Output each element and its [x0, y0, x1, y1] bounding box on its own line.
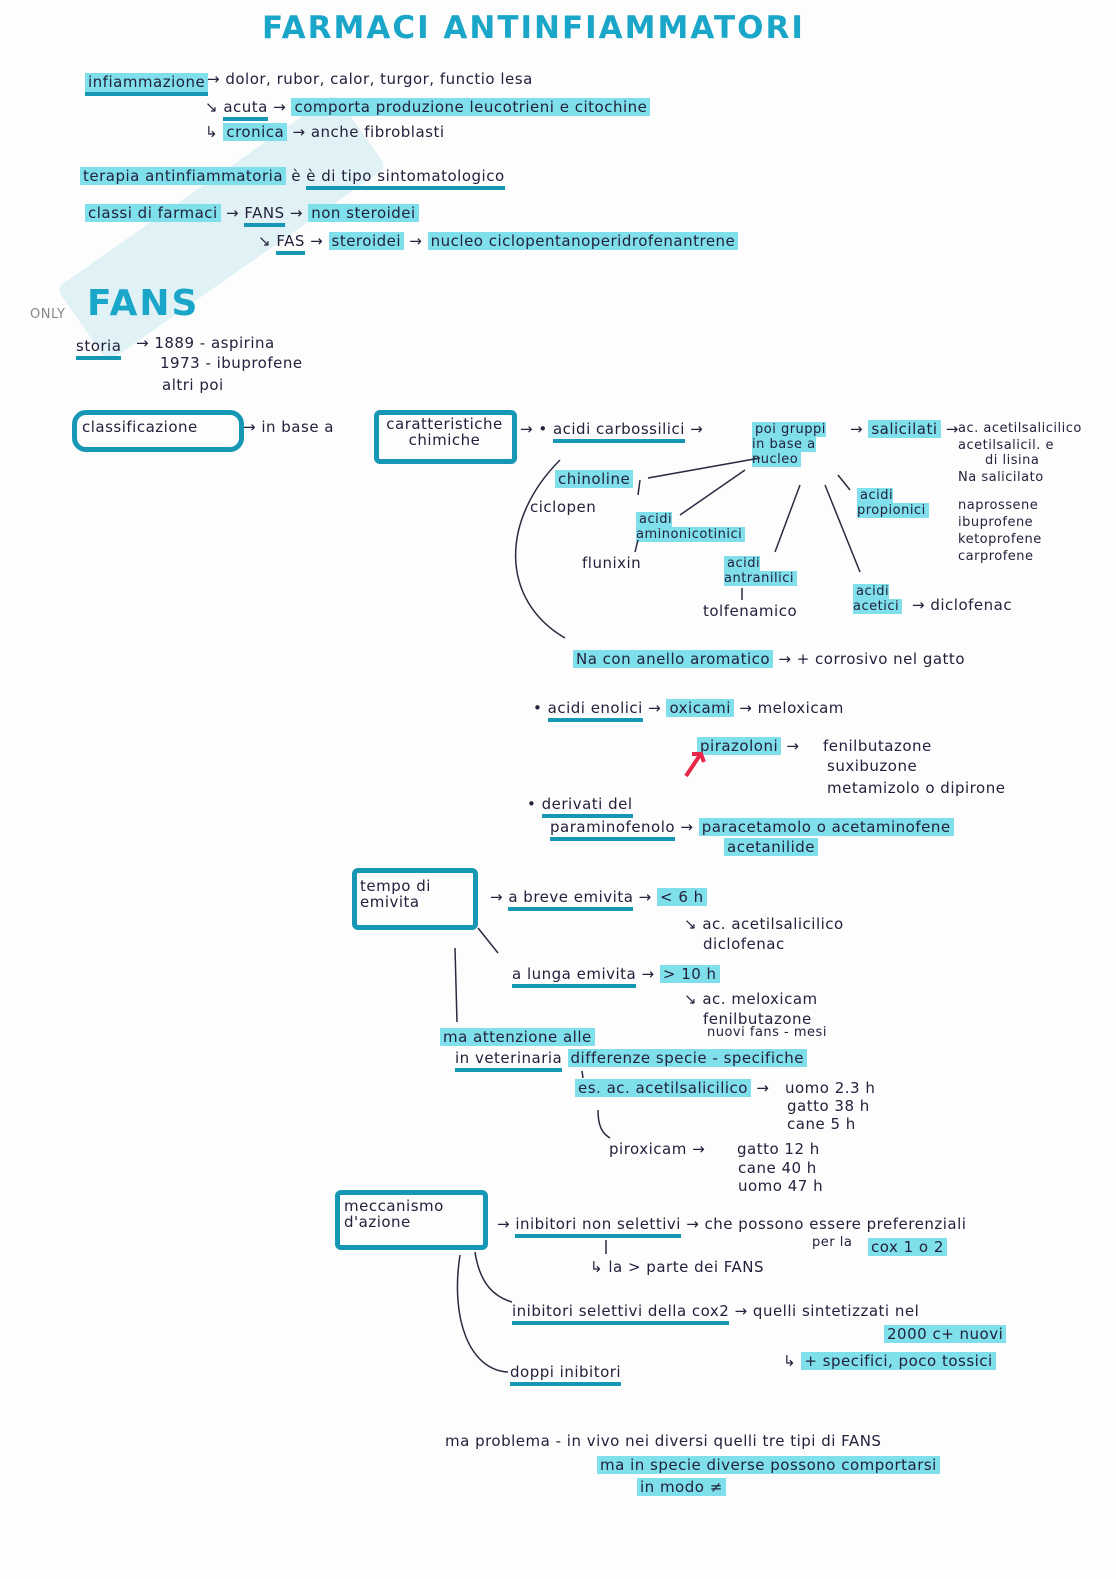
pirazoloni-list-2: metamizolo o dipirone	[827, 779, 1006, 797]
piroxicam-row: piroxicam →	[609, 1140, 706, 1158]
storia-2: 1973 - ibuprofene	[160, 354, 303, 372]
in-veterinaria: in veterinaria differenze specie - speci…	[455, 1049, 807, 1072]
breve-ex2: diclofenac	[703, 935, 785, 953]
selettivi: inibitori selettivi della cox2 → quelli …	[512, 1302, 919, 1325]
in-base-label: → in base a	[243, 418, 335, 436]
acidi-aminonicotinici: acidi aminonicotinici	[636, 512, 766, 542]
classificazione-label: classificazione	[82, 418, 198, 436]
cox: cox 1 o 2	[868, 1238, 947, 1256]
terapia-row: terapia antinfiammatoria è è di tipo sin…	[80, 167, 505, 190]
salicilati-list-0: ac. acetilsalicilico	[958, 421, 1082, 436]
lunga-row: a lunga emivita → > 10 h	[512, 965, 720, 988]
ma-attenzione: ma attenzione alle	[440, 1028, 595, 1046]
caratteristiche-box	[374, 410, 517, 464]
maggior-parte: ↳ la > parte dei FANS	[590, 1258, 765, 1276]
breve-row: → a breve emivita → < 6 h	[490, 888, 707, 911]
acidi-antranilici: acidi antranilici	[724, 556, 819, 586]
meccanismo-label: meccanismo d'azione	[344, 1197, 444, 1231]
lunga-ex3: nuovi fans - mesi	[707, 1025, 827, 1040]
ciclopen: ciclopen	[530, 498, 597, 516]
fas-row: ↘ FAS → steroidei → nucleo ciclopentanop…	[258, 232, 739, 255]
acetanilide: acetanilide	[724, 838, 818, 856]
cronica-row: ↳ cronica → anche fibroblasti	[205, 123, 445, 141]
doppi: doppi inibitori	[510, 1363, 622, 1386]
piro-val-2: uomo 47 h	[738, 1177, 824, 1195]
footer-line3: in modo ≠	[637, 1478, 726, 1496]
propionici-list-0: naprossene	[958, 498, 1039, 513]
storia-3: altri poi	[162, 376, 224, 394]
anno: 2000 c+ nuovi	[884, 1325, 1007, 1343]
meccanismo-box	[335, 1190, 488, 1250]
salicilati-list-3: Na salicilato	[958, 470, 1044, 485]
derivati: • derivati del	[527, 795, 633, 818]
footer-line1: ma problema - in vivo nei diversi quelli…	[445, 1432, 882, 1450]
non-sel-note2: per la	[812, 1235, 853, 1250]
propionici-list-2: ketoprofene	[958, 532, 1042, 547]
acidi-propionici: acidi propionici	[857, 488, 947, 518]
emivita-label: tempo di emivita	[360, 877, 431, 911]
pirazoloni-list-1: suxibuzone	[827, 757, 918, 775]
pirazoloni: pirazoloni →	[697, 737, 799, 755]
only-note: ONLY	[30, 307, 66, 322]
acidi-enolici: • acidi enolici → oxicami → meloxicam	[533, 699, 844, 722]
lunga-ex2: fenilbutazone	[703, 1010, 812, 1028]
piro-val-0: gatto 12 h	[737, 1140, 820, 1158]
storia-label: storia	[76, 337, 122, 360]
acuta-row: ↘ acuta → comporta produzione leucotrien…	[205, 98, 651, 121]
specifici: ↳ + specifici, poco tossici	[783, 1352, 996, 1370]
salicilati: → salicilati →	[850, 420, 959, 438]
propionici-list-3: carprofene	[958, 549, 1034, 564]
salicilati-list-1: acetilsalicil. e	[958, 438, 1055, 453]
es-val-1: gatto 38 h	[787, 1097, 870, 1115]
infiammazione-label: infiammazione	[85, 73, 209, 96]
paraminofenolo: paraminofenolo → paracetamolo o acetamin…	[550, 818, 954, 841]
es-row: es. ac. acetilsalicilico →	[575, 1079, 769, 1097]
piro-val-1: cane 40 h	[738, 1159, 817, 1177]
acidi-acetici: acidi acetici	[853, 584, 913, 614]
salicilati-list-2: di lisina	[985, 453, 1040, 468]
non-selettivi: → inibitori non selettivi → che possono …	[497, 1215, 966, 1238]
anello-aromatico: Na con anello aromatico → + corrosivo ne…	[573, 650, 965, 668]
symptoms-text: → dolor, rubor, calor, turgor, functio l…	[207, 70, 533, 88]
diclofenac: → diclofenac	[912, 596, 1013, 614]
es-val-2: cane 5 h	[787, 1115, 856, 1133]
emivita-box	[352, 868, 478, 930]
propionici-list-1: ibuprofene	[958, 515, 1034, 530]
flunixin: flunixin	[582, 554, 642, 572]
lunga-ex: ↘ ac. meloxicam	[684, 990, 818, 1008]
acidi-carbossilici: → • acidi carbossilici →	[520, 420, 703, 443]
fans-heading: FANS	[87, 283, 200, 324]
chinoline: chinoline	[555, 470, 634, 488]
caratteristiche-label: caratteristiche chimiche	[386, 415, 503, 449]
breve-ex: ↘ ac. acetilsalicilico	[684, 915, 844, 933]
page-title: FARMACI ANTINFIAMMATORI	[262, 10, 805, 46]
classi-row: classi di farmaci → FANS → non steroidei	[85, 204, 419, 227]
es-val-0: uomo 2.3 h	[785, 1079, 876, 1097]
classificazione-box	[72, 410, 244, 452]
storia-1: → 1889 - aspirina	[136, 334, 275, 352]
pirazoloni-list-0: fenilbutazone	[823, 737, 932, 755]
tolfenamico: tolfenamico	[703, 602, 798, 620]
poi-gruppi: poi gruppi in base a nucleo	[752, 422, 826, 467]
footer-line2: ma in specie diverse possono comportarsi	[597, 1456, 940, 1474]
